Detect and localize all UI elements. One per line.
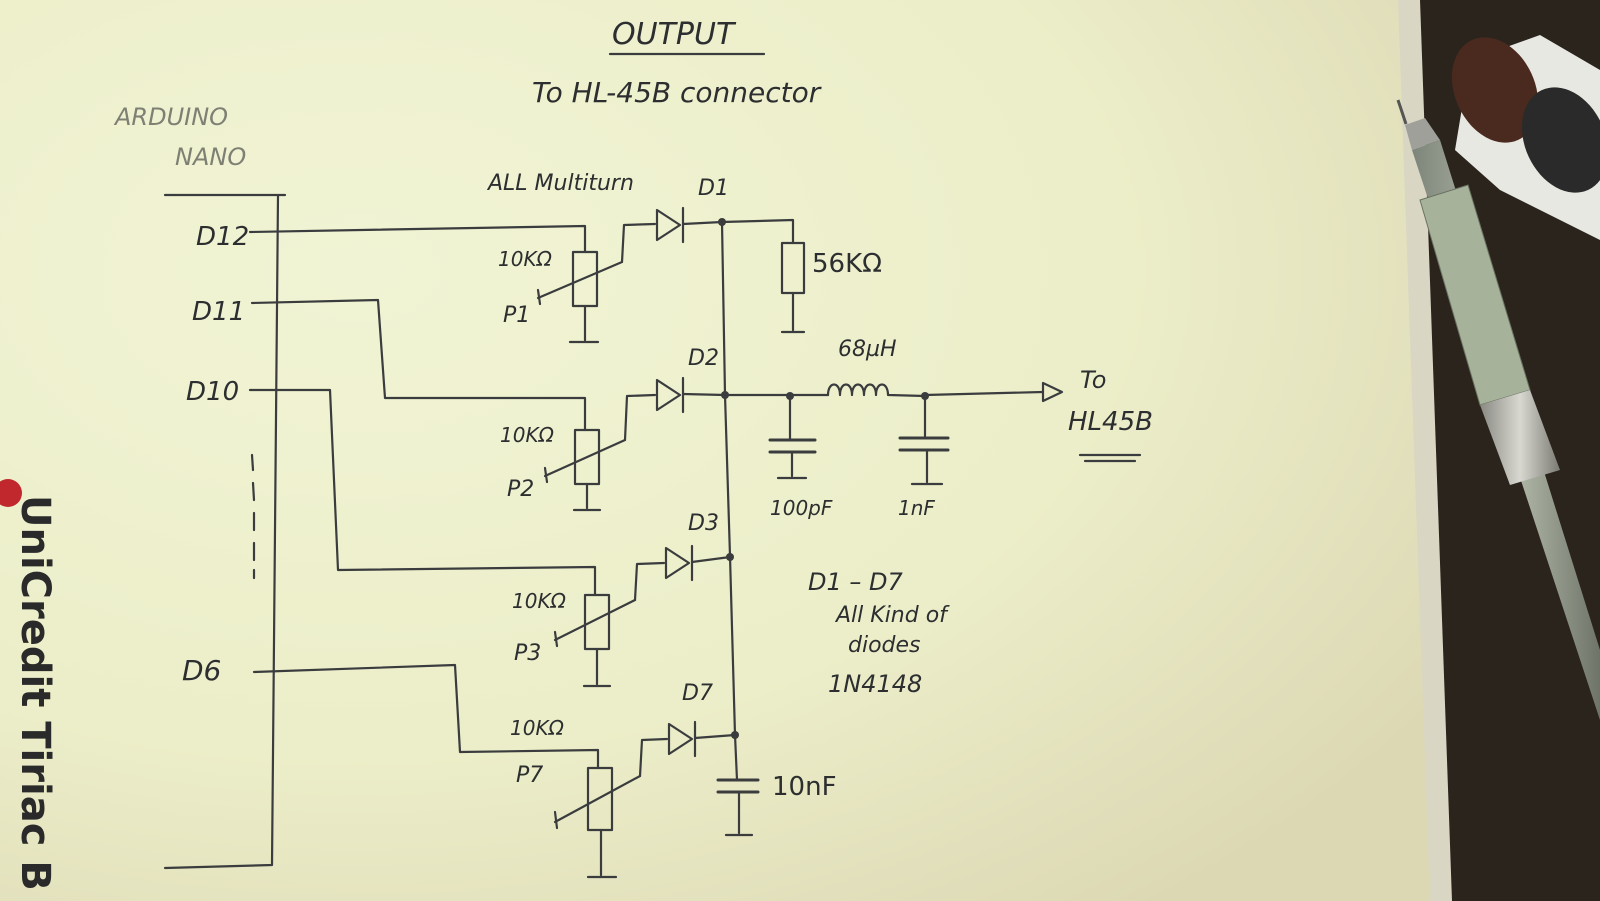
wire-d12 — [248, 224, 587, 254]
multiturn-note: ALL Multiturn — [486, 171, 634, 196]
pot-value-p1: 10KΩ — [498, 247, 553, 271]
pot-value-p2: 10KΩ — [500, 423, 555, 447]
diode-d7 — [667, 720, 737, 758]
potentiometer-p2 — [543, 393, 657, 512]
pot-value-p3: 10KΩ — [512, 589, 567, 613]
wire-d10 — [248, 388, 597, 597]
pin-label-d12: D12 — [196, 222, 249, 252]
diode-note-range: D1 – D7 — [808, 568, 903, 596]
pot-name-p7: P7 — [516, 763, 543, 788]
pot-value-p7: 10KΩ — [510, 716, 565, 740]
pin-label-d11: D11 — [192, 297, 245, 327]
mechanical-pencil — [1396, 99, 1600, 720]
pin-ellipsis — [250, 453, 256, 580]
paper-sheet — [0, 0, 1430, 901]
nano-label: NANO — [175, 143, 246, 171]
resistor-56k-label: 56KΩ — [812, 249, 882, 279]
cap-10nf-label: 10nF — [772, 772, 837, 802]
junction-d3 — [726, 553, 734, 561]
wire-d6 — [252, 663, 600, 770]
pin-label-d6: D6 — [182, 654, 221, 687]
arduino-label: ARDUINO — [113, 103, 228, 131]
potentiometer-p7 — [553, 737, 669, 879]
inductor-label: 68µH — [838, 337, 897, 362]
unicredit-logo — [0, 479, 22, 507]
resistor-56k — [720, 218, 806, 334]
diode-note-kind: All Kind of — [834, 603, 950, 628]
diode-label-d7: D7 — [682, 681, 713, 706]
capacitor-10nf — [716, 733, 760, 837]
diode-d3 — [664, 544, 732, 582]
subtitle-to-connector: To HL-45B connector — [532, 76, 822, 109]
output-to-label: To — [1080, 366, 1106, 394]
diode-d2 — [655, 376, 727, 414]
diode-label-d1: D1 — [698, 176, 729, 201]
title-output: OUTPUT — [612, 17, 737, 52]
pin-label-d10: D10 — [186, 377, 239, 407]
arduino-board-outline — [163, 193, 287, 870]
pot-name-p2: P2 — [507, 477, 534, 502]
cap-1nf-label: 1nF — [898, 496, 935, 520]
diode-note-diodes: diodes — [848, 633, 921, 658]
cap-100pf-label: 100pF — [770, 496, 833, 520]
capacitor-100pf — [768, 394, 817, 480]
capacitor-1nf — [898, 394, 950, 486]
unicredit-edge-text: UniCredit Tiriac B — [12, 495, 58, 891]
inductor-68uh — [826, 383, 927, 398]
output-target-label: HL45B — [1068, 407, 1153, 437]
diode-note-part: 1N4148 — [828, 670, 922, 698]
diode-label-d3: D3 — [688, 511, 719, 536]
potentiometer-p3 — [553, 561, 666, 688]
output-bus — [720, 220, 737, 737]
diode-label-d2: D2 — [688, 346, 719, 371]
output-arrow — [923, 381, 1064, 403]
diode-d1 — [655, 206, 724, 244]
pot-name-p3: P3 — [514, 641, 541, 666]
eraser-tube — [1451, 35, 1600, 240]
pot-name-p1: P1 — [503, 303, 530, 328]
wire-d11 — [250, 298, 587, 432]
potentiometer-p1 — [536, 222, 657, 344]
